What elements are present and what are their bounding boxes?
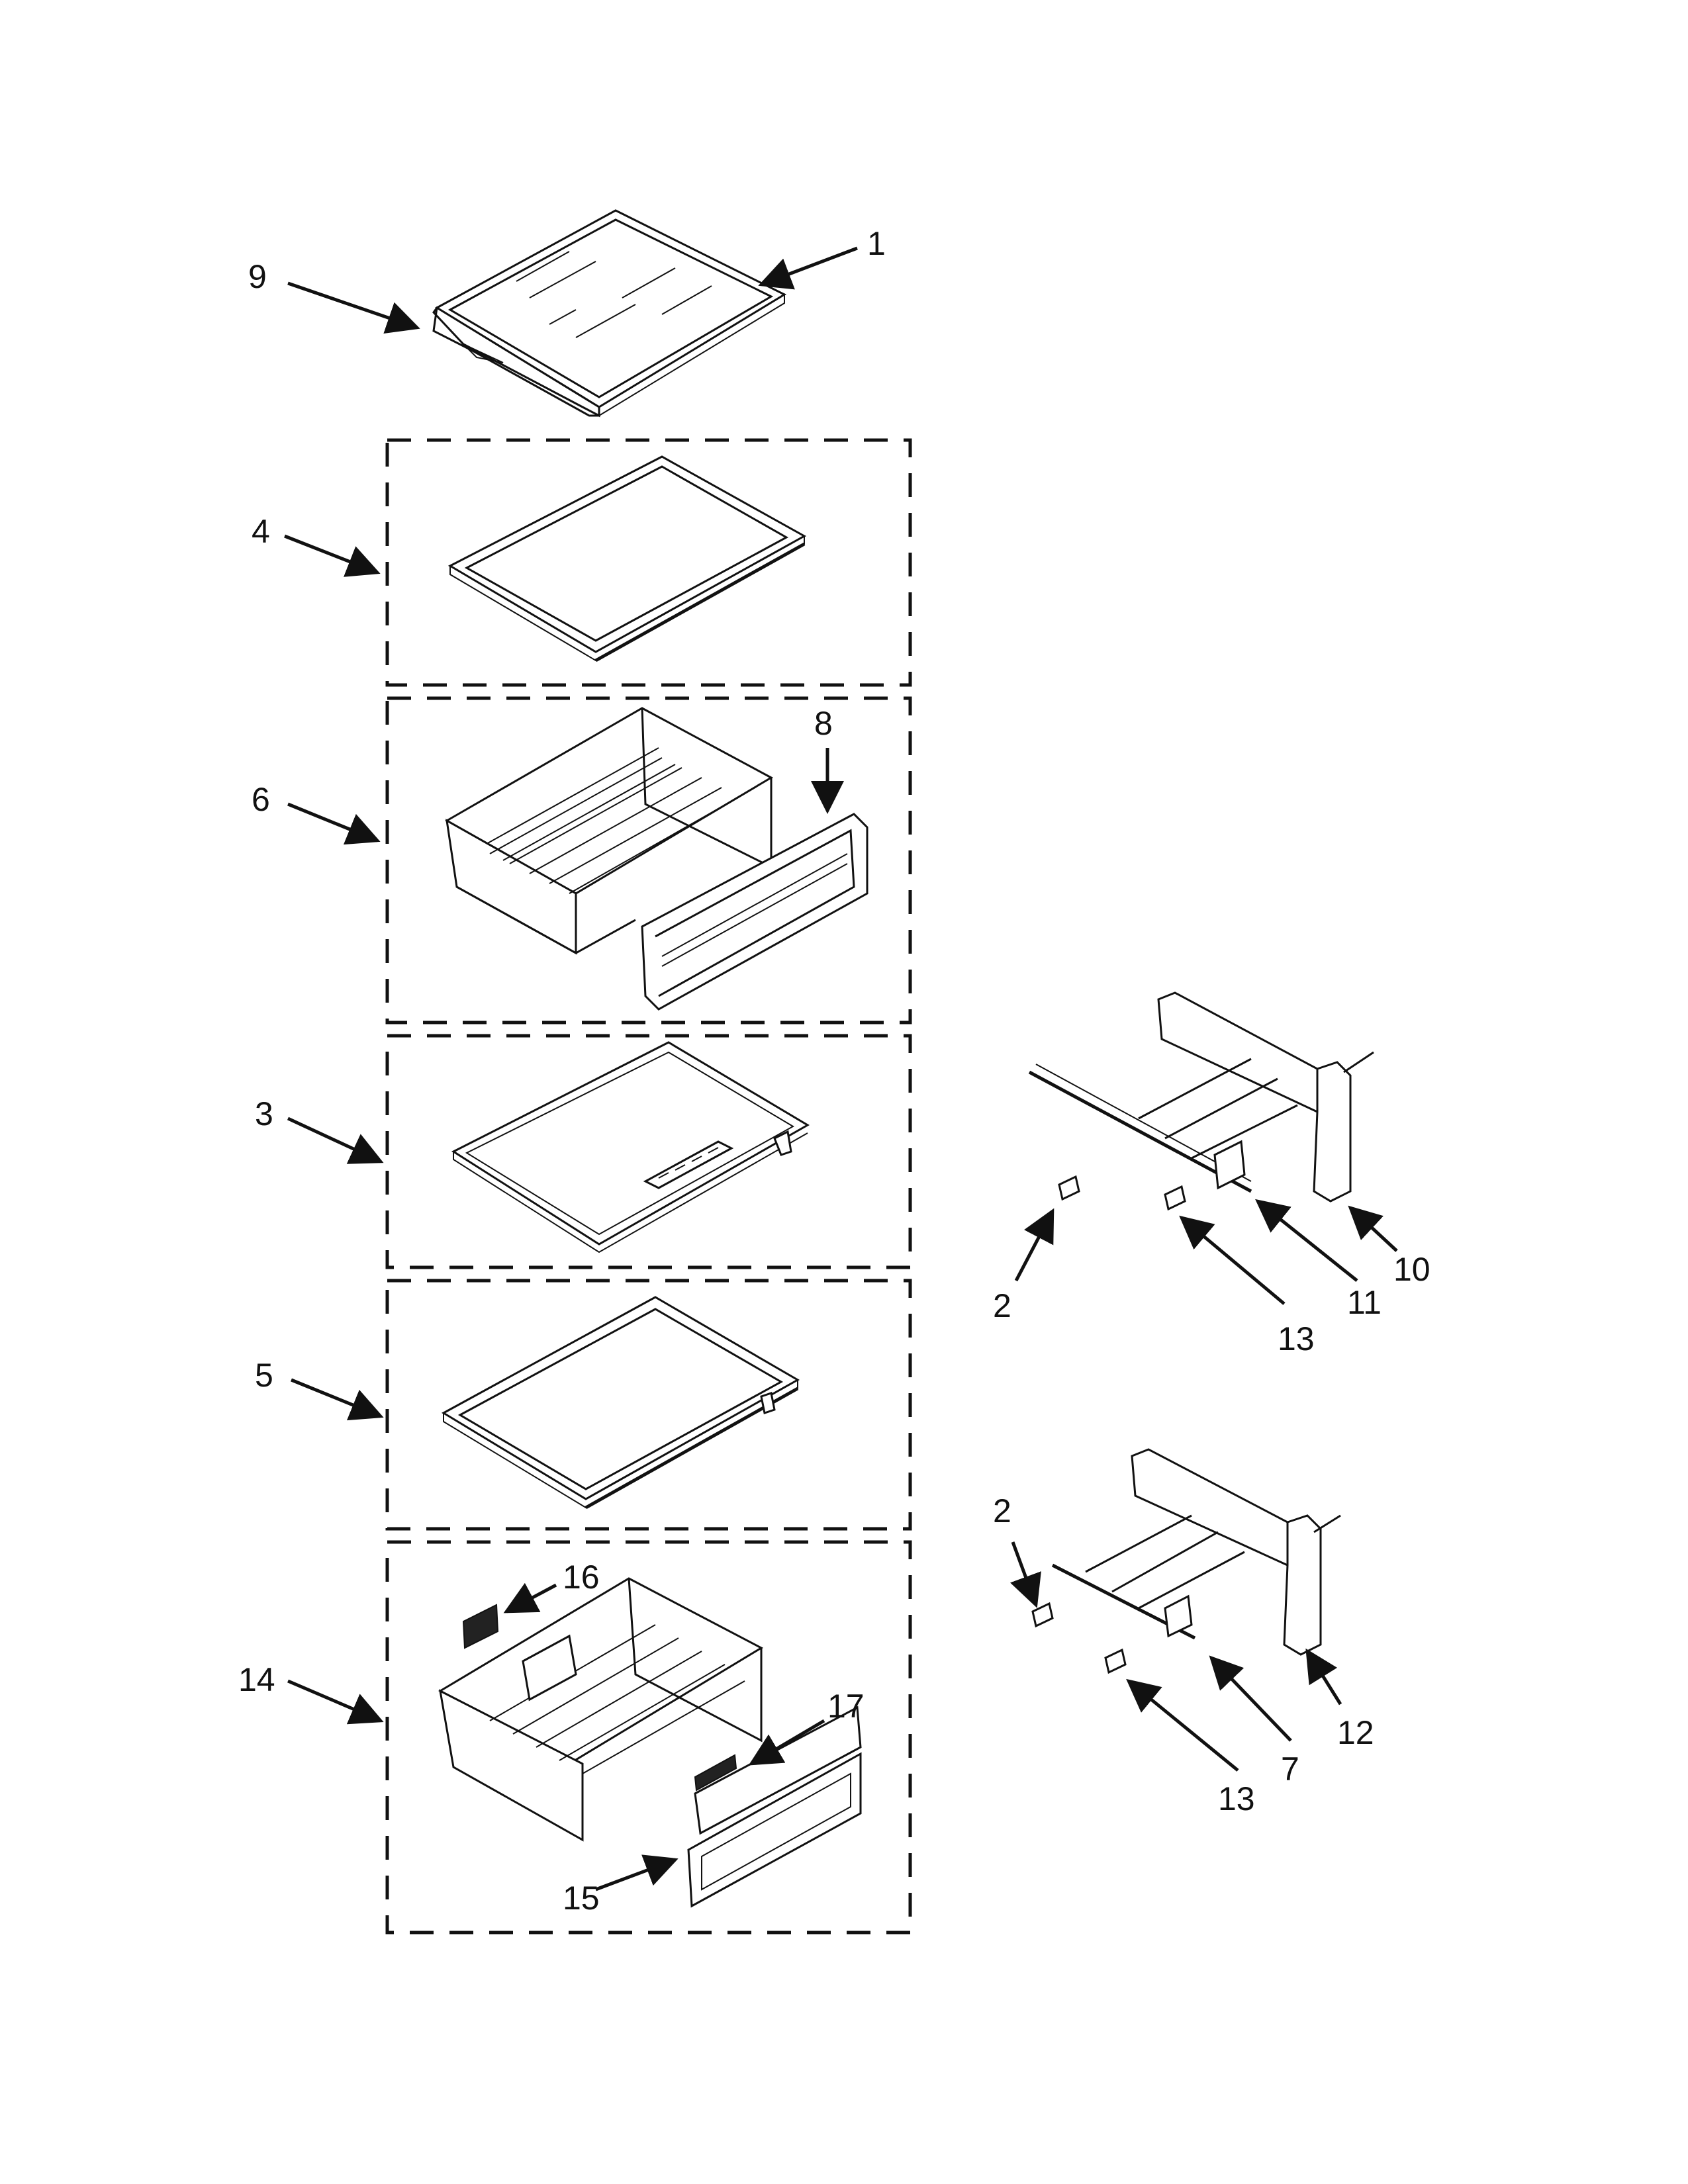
- arrow-9: [287, 281, 420, 334]
- arrow-12: [1305, 1648, 1342, 1706]
- callout-12: 12: [1337, 1714, 1374, 1751]
- callout-14: 14: [238, 1661, 275, 1698]
- group-box-5: [385, 1279, 912, 1531]
- callout-16: 16: [563, 1559, 600, 1596]
- arrow-13b: [1126, 1678, 1239, 1772]
- group-box-6: [385, 696, 912, 1024]
- arrow-6: [287, 802, 381, 845]
- callout-labels: 1 9 4 6 8 3 5 14 16 17 15 2 13 11 10 2 1…: [238, 225, 1430, 1917]
- leader-arrows: [284, 246, 1398, 1891]
- arrow-16: [503, 1582, 557, 1614]
- callout-6: 6: [252, 781, 270, 818]
- callout-7: 7: [1281, 1751, 1299, 1788]
- callout-2-lower: 2: [993, 1492, 1011, 1529]
- arrow-2a: [1014, 1208, 1055, 1282]
- callout-13-lower: 13: [1218, 1780, 1255, 1817]
- humidity-cover-part: [451, 1041, 810, 1253]
- arrow-15: [595, 1854, 679, 1891]
- callout-5: 5: [255, 1357, 273, 1394]
- callout-3: 3: [255, 1095, 273, 1132]
- crisper-cover-part: [447, 455, 807, 662]
- arrow-4: [284, 534, 381, 577]
- group-box-4: [385, 438, 912, 687]
- callout-4: 4: [252, 513, 270, 550]
- callout-17: 17: [827, 1688, 865, 1725]
- arrow-1: [758, 246, 858, 290]
- group-box-14: [385, 1540, 912, 1934]
- callout-9: 9: [248, 258, 267, 295]
- glass-shelf-part: [432, 209, 787, 418]
- crisper-drawer-part: [444, 707, 868, 1011]
- arrow-10: [1348, 1205, 1398, 1252]
- callout-10: 10: [1393, 1251, 1430, 1288]
- arrow-17: [748, 1719, 825, 1766]
- lower-slide-assembly: [1031, 1448, 1341, 1674]
- callout-8: 8: [814, 705, 833, 742]
- arrow-13a: [1179, 1215, 1286, 1305]
- meat-drawer-part: [438, 1577, 862, 1908]
- arrow-14: [287, 1679, 384, 1725]
- arrow-11: [1255, 1199, 1358, 1282]
- arrow-5: [291, 1378, 384, 1421]
- callout-13-upper: 13: [1278, 1320, 1315, 1357]
- arrow-3: [287, 1116, 384, 1164]
- callout-11: 11: [1347, 1284, 1382, 1321]
- meat-drawer-cover-part: [441, 1296, 800, 1510]
- callout-15: 15: [563, 1880, 600, 1917]
- callout-1: 1: [867, 225, 886, 262]
- arrow-2b: [1009, 1541, 1041, 1608]
- group-box-3: [385, 1034, 912, 1269]
- upper-slide-assembly: [1028, 991, 1374, 1211]
- callout-2-upper: 2: [993, 1287, 1011, 1324]
- arrow-7: [1209, 1655, 1292, 1742]
